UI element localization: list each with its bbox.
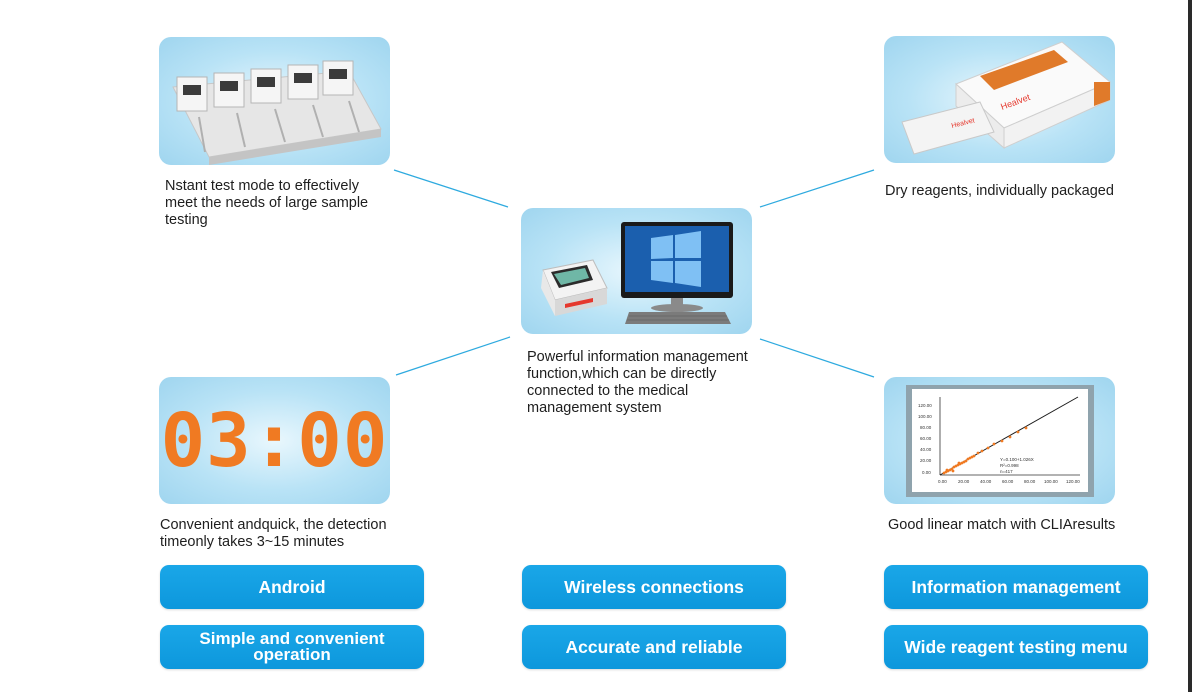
- y-tick: 20.00: [920, 458, 932, 463]
- scatter-points: [942, 426, 1028, 475]
- y-tick: 80.00: [920, 425, 932, 430]
- connector-bottom-right: [759, 338, 875, 378]
- x-tick: 120.00: [1066, 479, 1080, 484]
- caption-top-right: Dry reagents, individually packaged: [885, 183, 1145, 200]
- caption-line: meet the needs of large sample: [165, 195, 369, 211]
- card-device-computer: [521, 208, 752, 334]
- y-tick: 120.00: [918, 403, 932, 408]
- caption-line: Dry reagents, individually packaged: [885, 183, 1114, 199]
- card-timer: 03:00: [159, 377, 390, 504]
- connector-bottom-left: [395, 336, 511, 376]
- regression-equation: Y=0.100+1.026X: [1000, 457, 1034, 462]
- caption-line: function,which can be directly: [527, 366, 717, 382]
- caption-bottom-left: Convenient andquick, the detection timeo…: [160, 517, 420, 551]
- button-label-line: operation: [253, 645, 331, 664]
- card-multichannel-analyzer: [159, 37, 390, 165]
- y-tick: 0.00: [922, 470, 931, 475]
- y-tick: 60.00: [920, 436, 932, 441]
- wireless-connections-button[interactable]: Wireless connections: [522, 565, 786, 609]
- caption-top-left: Nstant test mode to effectively meet the…: [165, 178, 395, 229]
- caption-line: management system: [527, 400, 662, 416]
- x-tick: 0.00: [938, 479, 947, 484]
- device-computer-illustration: [541, 222, 733, 324]
- connector-top-right: [759, 169, 875, 208]
- correlation-chart-thumbnail: 120.00 100.00 80.00 60.00 40.00 20.00 0.…: [906, 385, 1094, 497]
- x-tick: 80.00: [1024, 479, 1036, 484]
- caption-line: timeonly takes 3~15 minutes: [160, 534, 345, 550]
- caption-line: Convenient andquick, the detection: [160, 517, 387, 533]
- android-button[interactable]: Android: [160, 565, 424, 609]
- caption-line: Nstant test mode to effectively: [165, 178, 359, 194]
- regression-n: n=417: [1000, 469, 1013, 474]
- y-tick: 40.00: [920, 447, 932, 452]
- wide-reagent-menu-button[interactable]: Wide reagent testing menu: [884, 625, 1148, 669]
- caption-bottom-right: Good linear match with CLIAresults: [888, 517, 1148, 534]
- button-label-line: Simple and convenient: [199, 629, 385, 648]
- x-tick: 20.00: [958, 479, 970, 484]
- right-edge-bar: [1188, 0, 1192, 692]
- simple-operation-button[interactable]: Simple and convenient operation: [160, 625, 424, 669]
- caption-line: Good linear match with CLIAresults: [888, 517, 1116, 533]
- caption-line: connected to the medical: [527, 383, 689, 399]
- timer-digits: 03:00: [160, 397, 389, 484]
- x-tick: 40.00: [980, 479, 992, 484]
- caption-line: Powerful information management: [527, 349, 748, 365]
- x-tick: 100.00: [1044, 479, 1058, 484]
- regression-r2: R²=0.998: [1000, 463, 1019, 468]
- connector-top-left: [393, 169, 509, 208]
- caption-center: Powerful information management function…: [527, 349, 777, 417]
- accurate-reliable-button[interactable]: Accurate and reliable: [522, 625, 786, 669]
- analyzer-array-illustration: [172, 60, 382, 165]
- caption-line: testing: [165, 212, 208, 228]
- information-management-button[interactable]: Information management: [884, 565, 1148, 609]
- y-tick: 100.00: [918, 414, 932, 419]
- reagent-box-illustration: Healvet Healvet: [901, 41, 1111, 155]
- timer-display: 03:00: [159, 377, 390, 504]
- x-tick: 60.00: [1002, 479, 1014, 484]
- card-reagent-box: Healvet Healvet: [884, 36, 1115, 163]
- card-linear-chart: 120.00 100.00 80.00 60.00 40.00 20.00 0.…: [884, 377, 1115, 504]
